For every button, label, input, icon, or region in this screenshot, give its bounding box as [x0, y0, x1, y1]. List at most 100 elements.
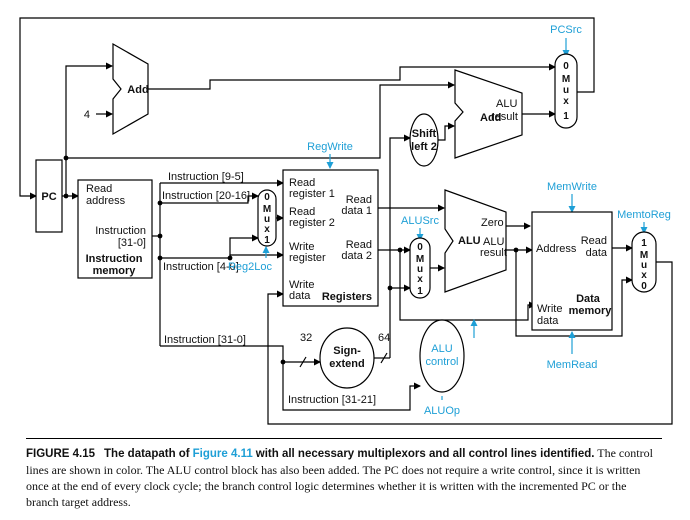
main-alu: ALU Zero ALU result	[444, 189, 507, 293]
mux-reg2loc: 0 M u x 1	[257, 189, 277, 247]
svg-text:Read: Read	[289, 206, 315, 218]
svg-text:ALU: ALU	[458, 235, 481, 247]
pc-adder: Add	[112, 42, 149, 136]
svg-text:32: 32	[300, 332, 312, 344]
svg-text:x: x	[417, 274, 423, 285]
branch-adder-result: result	[491, 111, 518, 123]
svg-text:Instruction [31-0]: Instruction [31-0]	[164, 334, 246, 346]
pc-adder-label: Add	[127, 84, 148, 96]
svg-text:Read: Read	[346, 239, 372, 251]
svg-text:x: x	[641, 270, 647, 281]
svg-text:u: u	[641, 260, 647, 271]
reg2loc-label: Reg2Loc	[228, 261, 273, 273]
mux-memtoreg: 1 M u x 0	[631, 231, 657, 293]
figure-label: FIGURE 4.15	[26, 448, 96, 460]
memtoreg-label: MemtoReg	[617, 209, 671, 221]
caption-title-part2: with all necessary multiplexors and all …	[255, 448, 595, 460]
svg-text:Instruction [4-0]: Instruction [4-0]	[163, 261, 239, 273]
datapath-wires	[19, 17, 673, 425]
svg-text:register: register	[289, 252, 326, 264]
mux-alusrc: 0 M u x 1	[409, 237, 431, 299]
alu-control: ALU control	[419, 319, 465, 393]
svg-text:left 2: left 2	[411, 141, 437, 153]
junction-dots	[63, 155, 519, 365]
register-file: Read register 1 Read register 2 Write re…	[282, 169, 379, 307]
svg-text:memory: memory	[93, 265, 137, 277]
svg-text:Instruction: Instruction	[86, 253, 143, 265]
svg-text:x: x	[264, 224, 270, 235]
shift-left-2: Shift left 2	[409, 113, 439, 167]
svg-text:address: address	[86, 195, 126, 207]
wire-labels: Instruction [9-5] Instruction [20-16] In…	[162, 171, 390, 406]
svg-text:Instruction: Instruction	[95, 225, 146, 237]
pc-label: PC	[41, 191, 56, 203]
svg-text:Instruction [31-21]: Instruction [31-21]	[288, 394, 376, 406]
constant-four: 4	[84, 109, 90, 121]
instruction-memory: Read address Instruction [31-0] Instruct…	[77, 179, 153, 279]
sign-extend: Sign- extend	[319, 327, 375, 389]
svg-text:Write: Write	[289, 279, 314, 291]
figure-caption: FIGURE 4.15 The datapath of Figure 4.11 …	[26, 438, 662, 510]
svg-text:0: 0	[264, 192, 270, 203]
svg-text:u: u	[264, 214, 270, 225]
svg-text:data: data	[289, 290, 311, 302]
svg-text:register 1: register 1	[289, 188, 335, 200]
svg-text:Instruction [9-5]: Instruction [9-5]	[168, 171, 244, 183]
svg-text:control: control	[425, 356, 458, 368]
svg-text:Sign-: Sign-	[333, 345, 361, 357]
svg-text:Read: Read	[86, 183, 112, 195]
caption-body: The control lines are shown in color. Th…	[26, 446, 653, 509]
svg-text:u: u	[563, 85, 569, 96]
figure-link[interactable]: Figure 4.11	[192, 448, 253, 460]
svg-text:1: 1	[563, 111, 569, 122]
svg-text:Zero: Zero	[481, 217, 504, 229]
svg-text:0: 0	[563, 61, 569, 72]
svg-text:M: M	[562, 74, 570, 85]
svg-text:Write: Write	[289, 241, 314, 253]
svg-text:Read: Read	[581, 235, 607, 247]
svg-text:M: M	[640, 250, 648, 261]
svg-text:register 2: register 2	[289, 217, 335, 229]
svg-text:extend: extend	[329, 358, 364, 370]
svg-text:1: 1	[264, 235, 270, 246]
svg-text:[31-0]: [31-0]	[118, 237, 146, 249]
svg-text:M: M	[263, 204, 271, 215]
svg-text:Instruction [20-16]: Instruction [20-16]	[162, 190, 250, 202]
branch-adder-label: Add	[480, 112, 501, 124]
control-wires	[262, 38, 648, 400]
svg-text:memory: memory	[569, 305, 613, 317]
svg-text:data: data	[586, 247, 608, 259]
svg-text:ALU: ALU	[431, 343, 452, 355]
svg-text:x: x	[563, 96, 569, 107]
svg-text:Shift: Shift	[412, 128, 437, 140]
data-memory: Address Read data Write data Data memory	[531, 211, 613, 331]
bus-width-marks	[299, 352, 388, 368]
svg-text:result: result	[480, 247, 507, 259]
svg-text:1: 1	[417, 286, 423, 297]
svg-text:data: data	[537, 315, 559, 327]
svg-text:Data: Data	[576, 293, 601, 305]
memread-label: MemRead	[547, 359, 598, 371]
svg-text:Read: Read	[289, 177, 315, 189]
alusrc-label: ALUSrc	[401, 215, 439, 227]
svg-text:Write: Write	[537, 303, 562, 315]
svg-text:data 1: data 1	[341, 205, 372, 217]
regwrite-label: RegWrite	[307, 141, 353, 153]
branch-adder-alu: ALU	[496, 98, 517, 110]
svg-text:0: 0	[641, 281, 647, 292]
svg-text:Address: Address	[536, 243, 577, 255]
memwrite-label: MemWrite	[547, 181, 597, 193]
svg-text:M: M	[416, 254, 424, 265]
svg-text:64: 64	[378, 332, 390, 344]
mux-pcsrc: 0 M u x 1	[554, 53, 578, 129]
svg-text:data 2: data 2	[341, 250, 372, 262]
pc-register: PC	[35, 159, 63, 233]
caption-title-part1: The datapath of	[104, 448, 190, 460]
svg-text:Read: Read	[346, 194, 372, 206]
svg-text:0: 0	[417, 242, 423, 253]
svg-text:ALU: ALU	[483, 236, 504, 248]
aluop-label: ALUOp	[424, 405, 460, 417]
svg-text:1: 1	[641, 238, 647, 249]
control-signal-labels: PCSrc RegWrite Reg2Loc ALUSrc MemWrite M…	[228, 24, 671, 417]
datapath-diagram: PC Add 4 Add ALU result Shift left 2 Rea…	[19, 17, 673, 425]
